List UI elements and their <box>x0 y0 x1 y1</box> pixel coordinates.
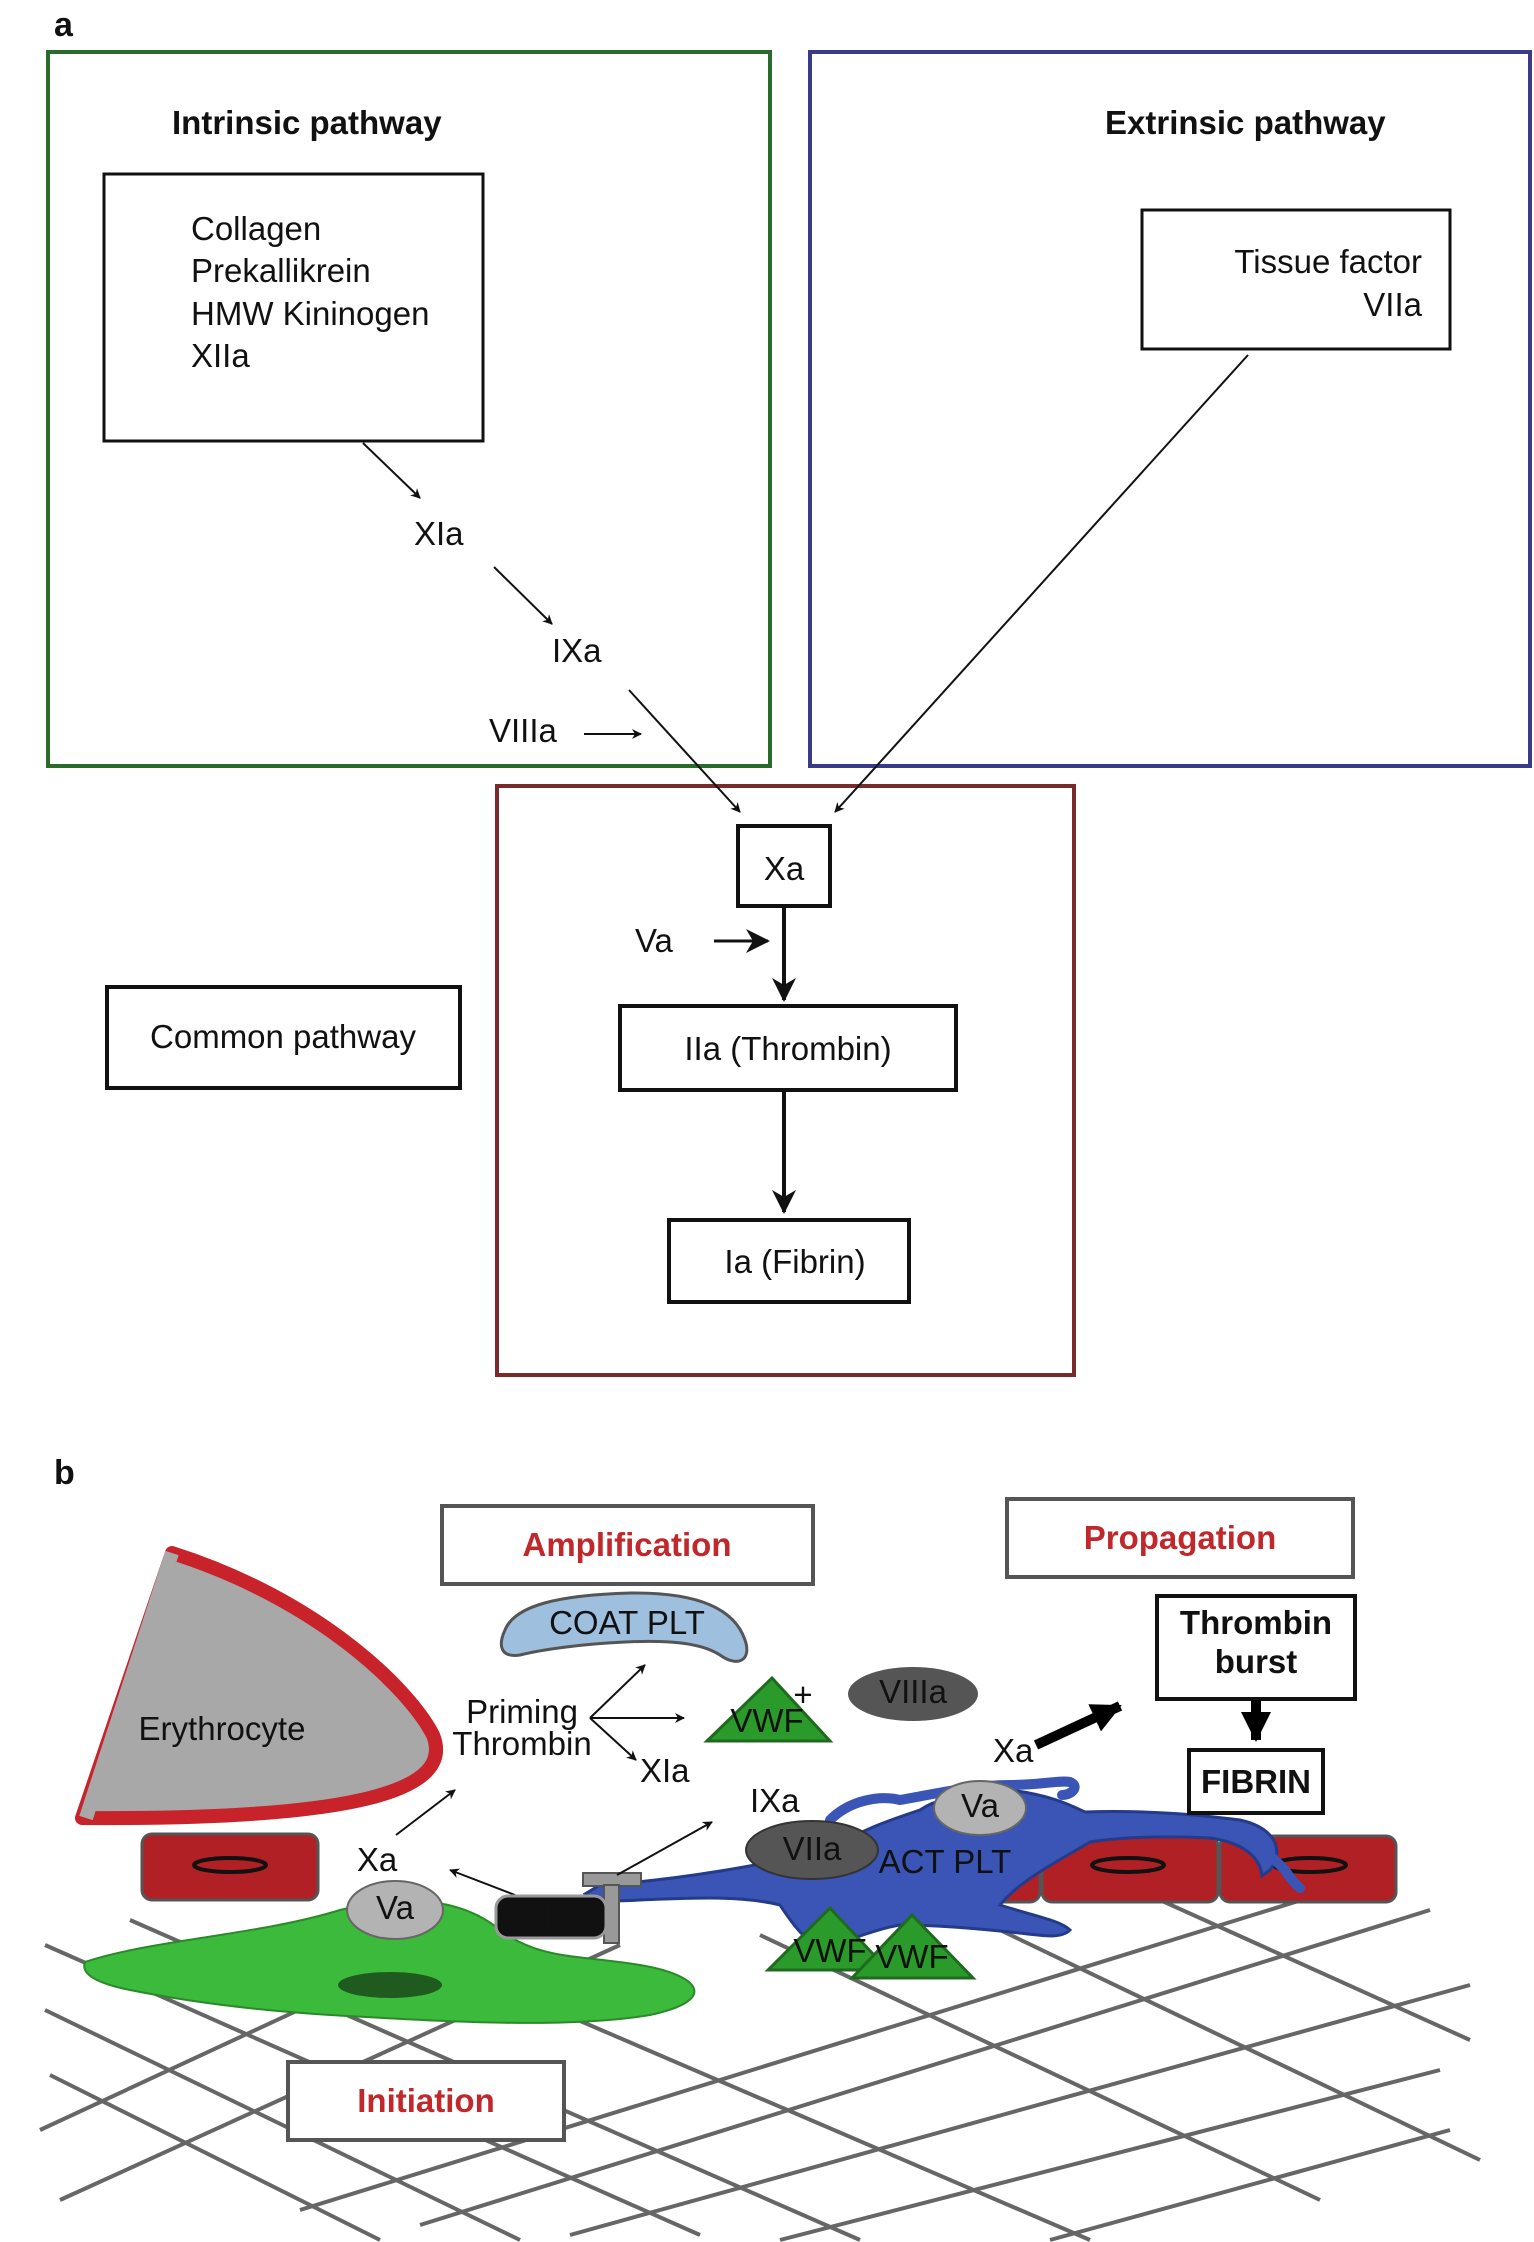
factor-viiia-initiation-label: VIIIa <box>517 1897 586 1934</box>
vwf-amplification <box>703 1675 834 1743</box>
fibrin-box <box>667 1218 911 1304</box>
common-pathway-frame <box>495 784 1076 1377</box>
arrow-to-ixa <box>493 566 553 625</box>
coat-platelet-label: COAT PLT <box>549 1604 705 1641</box>
endothelial-nucleus-center <box>1090 1856 1166 1874</box>
factor-xa-initiation: Xa <box>357 1841 398 1878</box>
common-pathway-label: Common pathway <box>150 1018 416 1055</box>
arrow-priming-to-coat <box>589 1664 646 1719</box>
priming-thrombin-line2: Thrombin <box>452 1725 591 1762</box>
fibrin-label: Ia (Fibrin) <box>724 1243 865 1280</box>
propagation-label: Propagation <box>1084 1519 1277 1556</box>
amplification-box <box>440 1504 815 1586</box>
factor-va-propagation-label: Va <box>961 1787 1000 1824</box>
arrow-ixa-to-xa <box>628 689 741 813</box>
factor-xa-box <box>736 824 832 908</box>
factor-va-initiation-label: Va <box>376 1889 415 1926</box>
thrombin-burst-box <box>1155 1594 1357 1701</box>
intrinsic-initiator-collagen: Collagen <box>191 210 321 247</box>
factor-viiia-amplification <box>848 1667 978 1721</box>
vwf-propagation-right-label: VWF <box>875 1938 948 1975</box>
vwf-propagation-left-label: VWF <box>793 1932 866 1969</box>
activated-platelet-label: ACT PLT <box>879 1843 1012 1880</box>
factor-viia <box>745 1820 879 1880</box>
amplification-label: Amplification <box>522 1526 731 1563</box>
arrow-to-va-initiation <box>449 1868 516 1896</box>
arrow-priming-to-xia <box>589 1717 637 1761</box>
arrow-xa-up <box>395 1789 456 1836</box>
factor-xa: Xa <box>764 850 805 887</box>
extrinsic-pathway-frame <box>808 50 1532 768</box>
arrow-tf-to-xa <box>834 354 1249 813</box>
factor-viiia: VIIIa <box>489 712 558 749</box>
intrinsic-initiator-xiia: XIIa <box>191 337 250 374</box>
endothelial-nucleus-left <box>192 1856 268 1874</box>
activated-platelet-pseudopod-right <box>1225 1825 1305 1893</box>
arrow-to-ixa <box>616 1821 713 1876</box>
panel-a-letter: a <box>54 6 74 44</box>
thrombin-burst-line1: Thrombin <box>1180 1604 1332 1641</box>
intrinsic-initiator-hmw-kininogen: HMW Kininogen <box>191 295 429 332</box>
factor-xia: XIa <box>414 515 464 552</box>
erythrocyte-shape <box>75 1546 444 1826</box>
tissue-factor-cell-nucleus <box>338 1972 442 1998</box>
thrombin-box <box>618 1004 958 1092</box>
factor-viia-label: VIIa <box>783 1830 842 1867</box>
extrinsic-pathway-title: Extrinsic pathway <box>1105 104 1386 141</box>
factor-viiia-amplification-label: VIIIa <box>879 1673 948 1710</box>
coat-platelet <box>499 1591 749 1663</box>
priming-thrombin-line1: Priming <box>466 1693 578 1730</box>
factor-va-propagation <box>933 1780 1027 1836</box>
erythrocyte-label: Erythrocyte <box>139 1710 306 1747</box>
thrombin-label: IIa (Thrombin) <box>684 1030 891 1067</box>
factor-xa-propagation: Xa <box>993 1732 1034 1769</box>
factor-va-initiation <box>346 1880 444 1940</box>
panel-b-letter: b <box>54 1454 75 1492</box>
arrow-to-xia <box>362 442 421 499</box>
extrinsic-initiators-box <box>1140 208 1452 351</box>
factor-ixa-b: IXa <box>750 1782 800 1819</box>
factor-viiia-initiation <box>494 1894 608 1940</box>
vwf-propagation-left <box>764 1905 892 1972</box>
fibrin-b-label: FIBRIN <box>1201 1763 1311 1800</box>
intrinsic-pathway-frame <box>46 50 772 768</box>
vwf-plus: + <box>793 1676 812 1713</box>
factor-ixa: IXa <box>552 632 602 669</box>
thrombin-burst-line2: burst <box>1215 1643 1298 1680</box>
endothelial-cell-left <box>140 1832 320 1902</box>
intrinsic-initiators-box <box>102 172 485 443</box>
intrinsic-pathway-title: Intrinsic pathway <box>172 104 442 141</box>
vwf-propagation-right <box>848 1912 977 1980</box>
initiation-label: Initiation <box>357 2082 494 2119</box>
common-pathway-label-box <box>105 985 462 1090</box>
intrinsic-initiator-prekallikrein: Prekallikrein <box>191 252 371 289</box>
extrinsic-viia: VIIa <box>1363 286 1422 323</box>
initiation-box <box>286 2060 566 2142</box>
vwf-amplification-label: VWF <box>730 1702 803 1739</box>
factor-xia-b: XIa <box>640 1752 690 1789</box>
fibrin-b-box <box>1187 1748 1325 1815</box>
extrinsic-tissue-factor: Tissue factor <box>1234 243 1422 280</box>
factor-va: Va <box>635 922 674 959</box>
erythrocyte-edge <box>79 1550 179 1821</box>
propagation-box <box>1005 1497 1355 1579</box>
arrow-xa-to-burst <box>1033 1701 1123 1750</box>
tissue-factor-cell <box>83 1899 696 2024</box>
